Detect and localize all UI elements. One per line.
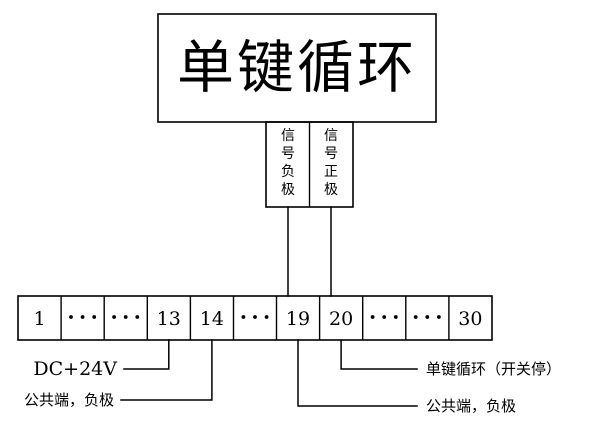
signal-negative-char-3: 极 (281, 182, 295, 198)
leader-right-function (340, 339, 418, 370)
terminal-cell-20: 20 (329, 308, 353, 330)
signal-terminal-positive: 信 号 正 极 (324, 128, 338, 198)
leader-dc24v (123, 339, 170, 370)
signal-positive-char-3: 极 (324, 182, 338, 198)
terminal-cell-13: 13 (157, 308, 181, 330)
terminal-cell-1: 1 (33, 308, 45, 330)
signal-negative-char-1: 号 (281, 146, 295, 162)
title-box-label: 单键循环 (177, 35, 417, 101)
signal-positive-char-1: 号 (324, 146, 338, 162)
signal-terminal-negative: 信 号 负 极 (281, 128, 295, 198)
annotation-right-common: 公共端，负极 (426, 397, 516, 415)
terminal-ellipsis-dots (69, 315, 441, 319)
terminal-strip-dividers (60, 296, 450, 340)
annotation-right-function: 单键循环（开关停） (426, 360, 561, 378)
signal-positive-char-0: 信 (324, 128, 338, 144)
terminal-strip (17, 295, 493, 341)
terminal-cell-14: 14 (200, 308, 224, 330)
leader-left-common (120, 339, 213, 401)
signal-negative-char-0: 信 (281, 128, 295, 144)
terminal-cell-19: 19 (286, 308, 310, 330)
leader-right-common (297, 339, 418, 407)
terminal-cell-30: 30 (458, 308, 482, 330)
signal-positive-char-2: 正 (324, 164, 338, 180)
annotation-left-common: 公共端，负极 (24, 391, 114, 409)
annotation-dc24v: DC+24V (33, 358, 117, 380)
signal-negative-char-2: 负 (281, 164, 295, 180)
